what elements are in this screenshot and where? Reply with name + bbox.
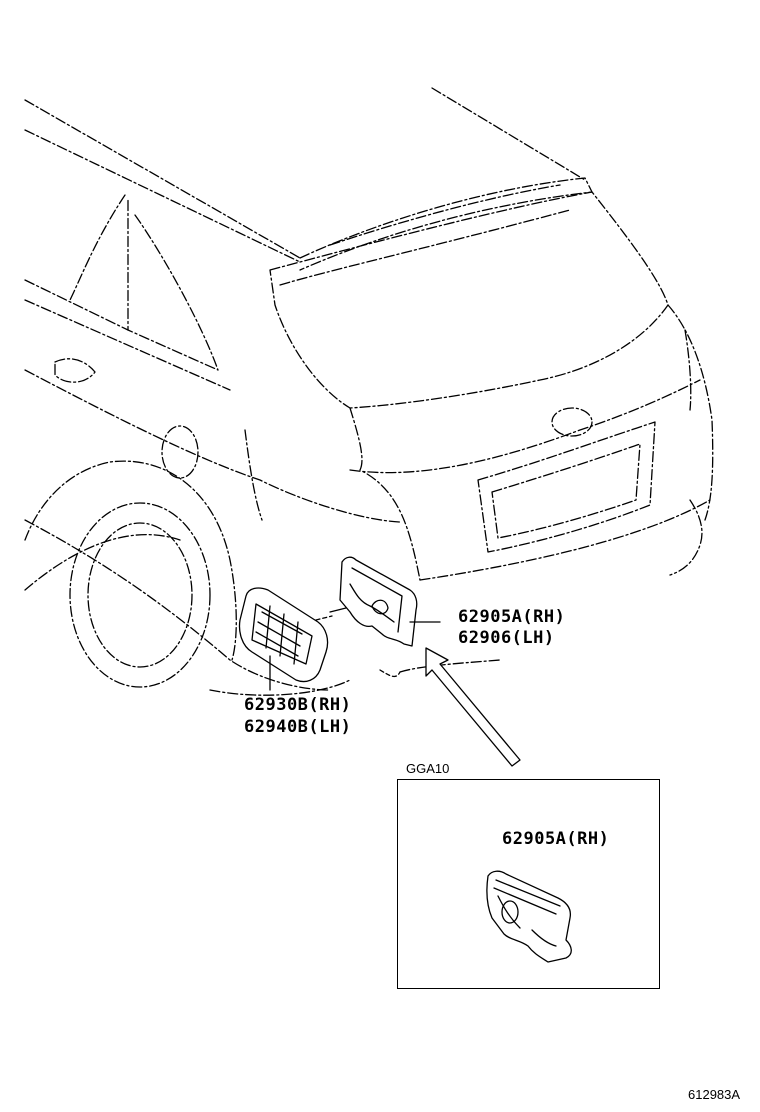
callout-62906-lh: 62906(LH) xyxy=(458,628,555,648)
inset-part-label: 62905A(RH) xyxy=(502,829,610,849)
figure-id: 612983A xyxy=(688,1087,741,1102)
inset-detail-box xyxy=(397,779,660,989)
callout-62940b-lh: 62940B(LH) xyxy=(244,717,352,737)
callout-62930b-rh: 62930B(RH) xyxy=(244,695,352,715)
detail-arrow xyxy=(425,647,521,767)
callout-62905a-rh: 62905A(RH) xyxy=(458,607,566,627)
quarter-trim-bracket xyxy=(315,556,418,647)
vehicle-body-outline xyxy=(24,87,714,696)
quarter-vent-duct xyxy=(238,587,329,683)
inset-part-drawing xyxy=(486,870,572,963)
inset-model-code: GGA10 xyxy=(406,761,450,776)
